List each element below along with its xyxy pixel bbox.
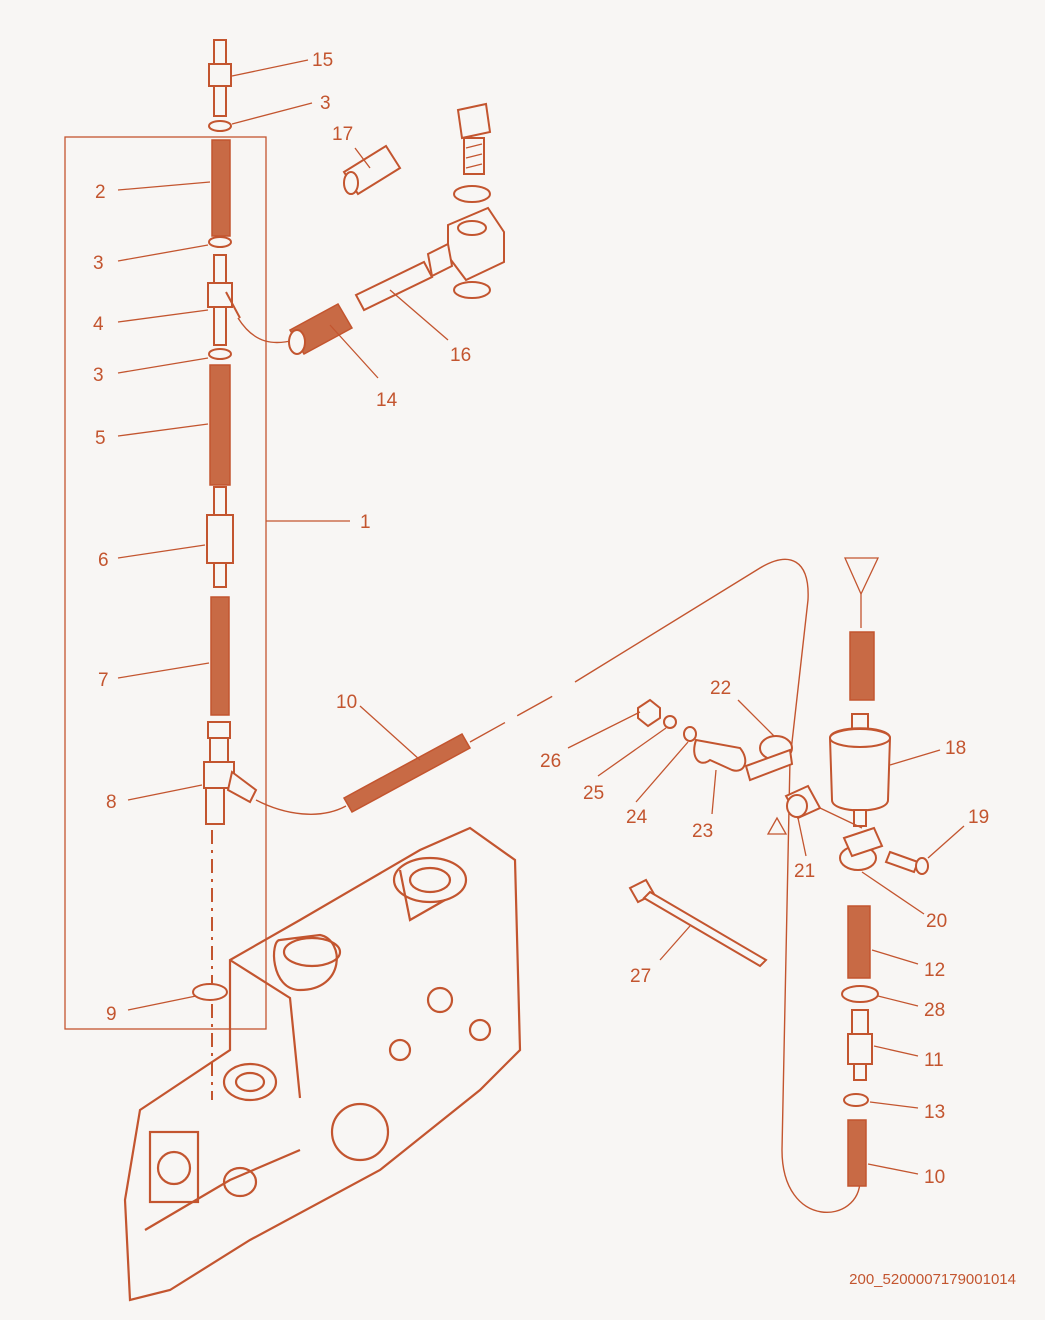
callout-26: 26	[540, 751, 561, 772]
part-23-bracket	[693, 738, 747, 772]
part-8-elbow	[203, 721, 258, 825]
part-25-washer	[663, 715, 677, 729]
part-28-washer	[841, 985, 879, 1003]
callout-20: 20	[926, 911, 947, 932]
callout-28: 28	[924, 1000, 945, 1021]
part-22-clip	[744, 735, 794, 782]
leader-lines	[117, 59, 965, 1175]
callout-6: 6	[98, 550, 109, 571]
part-16-pipe	[354, 260, 434, 312]
part-10-spring-right	[847, 1119, 867, 1187]
pump-housing	[123, 826, 522, 1302]
part-15-fitting	[208, 39, 232, 117]
bleed-line-lower	[255, 799, 347, 815]
part-4-tee	[207, 254, 241, 346]
callout-5: 5	[95, 428, 106, 449]
part-19-screw	[884, 850, 929, 875]
callout-19: 19	[968, 807, 989, 828]
banjo-washer-lower	[453, 281, 491, 299]
part-12-hose	[847, 905, 871, 979]
callout-9: 9	[106, 1004, 117, 1025]
callout-18: 18	[945, 738, 966, 759]
callout-10-right: 10	[924, 1167, 945, 1188]
callout-14: 14	[376, 390, 398, 411]
callout-27: 27	[630, 966, 651, 987]
bracket-line	[819, 807, 863, 829]
callout-15: 15	[312, 50, 333, 71]
assembly-bracket	[64, 136, 267, 1030]
part-7-hose	[210, 596, 230, 716]
part-20-clip	[839, 826, 884, 871]
part-17-sleeve	[342, 144, 402, 196]
callout-21: 21	[794, 861, 815, 882]
figure-code: 200_5200007179001014	[849, 1271, 1016, 1288]
return-line-b	[574, 558, 861, 1213]
banjo-bolt	[456, 102, 492, 175]
part-6-connector	[206, 486, 234, 588]
callout-3-low: 3	[93, 365, 104, 386]
banjo-block	[426, 206, 505, 282]
callout-10-left: 10	[336, 692, 357, 713]
callout-12: 12	[924, 960, 945, 981]
part-26-nut	[637, 698, 661, 728]
part-5-hose	[209, 364, 231, 486]
callout-13: 13	[924, 1102, 945, 1123]
part-9-washer	[192, 983, 228, 1001]
part-27-cable-tie	[628, 878, 768, 968]
callout-17: 17	[332, 124, 353, 145]
callout-11: 11	[924, 1050, 944, 1071]
callout-1: 1	[360, 512, 371, 533]
part-10-spring-left	[342, 732, 472, 814]
banjo-washer-upper	[453, 185, 491, 203]
part-24-washer	[683, 726, 697, 742]
callout-8: 8	[106, 792, 117, 813]
callout-25: 25	[583, 783, 604, 804]
callout-4: 4	[93, 314, 104, 335]
flow-arrow-lower	[766, 816, 788, 835]
part-13-washer	[843, 1093, 869, 1107]
callout-3-top: 3	[320, 93, 331, 114]
callout-3-mid: 3	[93, 253, 104, 274]
part-2-hose	[211, 139, 231, 237]
part-14-sleeve	[288, 302, 354, 356]
callout-7: 7	[98, 670, 109, 691]
part-3-washer-mid	[208, 236, 232, 248]
filter-inlet-hose	[849, 631, 875, 701]
callout-23: 23	[692, 821, 713, 842]
part-3-washer-top	[208, 120, 232, 132]
part-21-spacer	[784, 784, 822, 820]
callout-16: 16	[450, 345, 471, 366]
part-11-fitting	[847, 1009, 873, 1081]
return-line-a	[469, 691, 561, 743]
part-18-filter	[828, 713, 892, 827]
callout-22: 22	[710, 678, 731, 699]
flow-arrow-top	[843, 557, 880, 596]
callout-2: 2	[95, 182, 106, 203]
part-3-washer-low	[208, 348, 232, 360]
callout-24: 24	[626, 807, 648, 828]
